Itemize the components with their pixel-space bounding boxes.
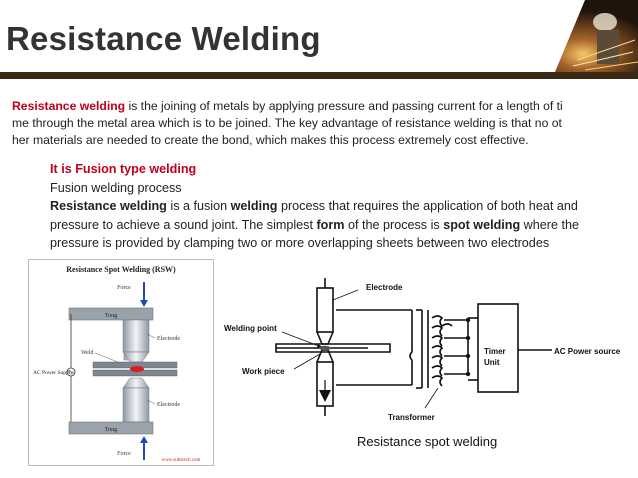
weld-label: Weld [81,350,94,356]
intro-line2: me through the metal area which is to be… [12,116,562,130]
intro-line1: is the joining of metals by applying pre… [125,99,563,113]
bullet-list: It is Fusion type welding Fusion welding… [50,160,630,253]
ac-power-supply-label: AC Power Supply [33,370,73,376]
force-top-label: Force [117,285,131,291]
bullet-item-4: pressure is provided by clamping two or … [50,236,550,250]
ac-power-source-label: AC Power source [554,347,621,356]
rsw-diagram: Resistance Spot Welding (RSW) Force Tong… [28,259,214,466]
schematic-caption: Resistance spot welding [357,434,497,449]
tong-bottom-label: Tong [105,427,117,433]
bullet-item-2: Resistance welding is a fusion welding p… [50,199,578,213]
welding-point-label: Welding point [224,324,277,333]
rsw-title: Resistance Spot Welding (RSW) [66,265,176,274]
spot-welding-schematic: Electrode Welding point Work piece Timer… [220,270,630,460]
electrode-top-label: Electrode [157,336,180,342]
page-title: Resistance Welding [6,20,321,57]
bullet-heading: It is Fusion type welding [50,162,197,176]
bullet-item-3: pressure to achieve a sound joint. The s… [50,217,579,232]
work-piece-label: Work piece [242,367,285,376]
timer-unit-label: Unit [484,358,500,367]
force-bottom-label: Force [117,451,131,457]
figure-credit: www.substech.com [162,458,201,463]
welding-photo [515,0,638,72]
title-underline [0,72,638,79]
transformer-label: Transformer [388,413,435,422]
intro-line3: her materials are needed to create the b… [12,133,529,147]
tong-top-label: Tong [105,313,117,319]
electrode-label: Electrode [366,283,403,292]
electrode-bottom-label: Electrode [157,402,180,408]
title-bar: Resistance Welding [0,0,638,72]
timer-label: Timer [484,347,506,356]
intro-term: Resistance welding [12,99,126,113]
bullet-item-1: Fusion welding process [50,180,182,195]
intro-paragraph: Resistance welding is the joining of met… [12,98,632,149]
